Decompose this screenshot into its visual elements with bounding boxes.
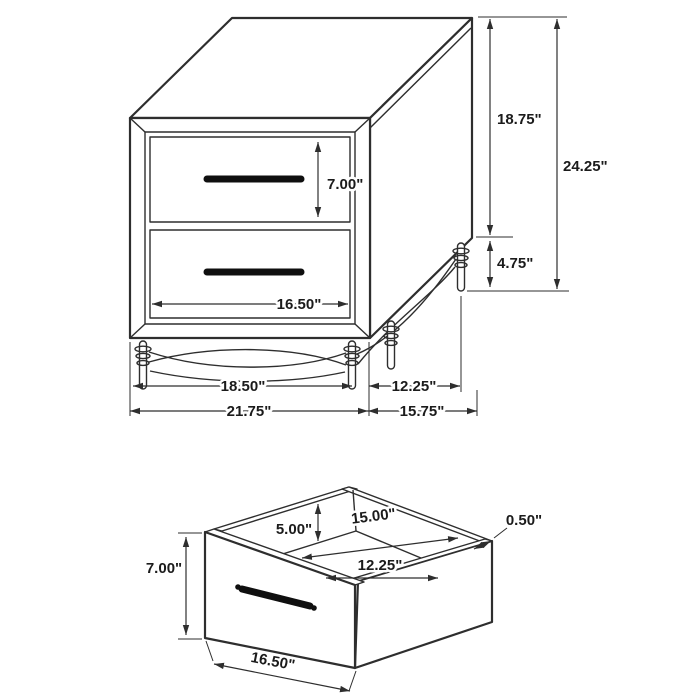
dim-label-overall-height: 24.25" <box>563 158 608 175</box>
witness-line <box>348 670 357 692</box>
dim-label-leg-height: 4.75" <box>497 255 533 272</box>
dim-leg-height: 4.75" <box>486 241 536 287</box>
leg-ring <box>383 332 399 340</box>
leg-ring <box>382 325 400 333</box>
dim-label-front-leg-spacing: 18.50" <box>221 378 266 395</box>
leg-wire-front <box>148 351 347 368</box>
dim-label-interior-height: 5.00" <box>276 521 312 538</box>
leg-ring <box>134 345 152 353</box>
interior-corner-line <box>352 489 357 532</box>
leg-wire-front <box>148 348 347 366</box>
dim-interior-height: 5.00" <box>273 504 322 541</box>
dim-overall-height: 24.25" <box>467 19 610 292</box>
dim-side-leg-spacing: 12.25" <box>369 296 462 398</box>
leg-wire-front <box>149 370 346 382</box>
dim-front-leg-spacing: 18.50" <box>129 342 370 416</box>
dim-wall-thickness: 0.50" <box>473 510 545 550</box>
dim-interior-depth: 12.25" <box>326 555 438 582</box>
leg-ring <box>345 359 359 367</box>
dim-label-overall-depth: 15.75" <box>400 403 445 420</box>
leg-ring <box>453 254 469 262</box>
dim-drawer-front-height: 7.00" <box>314 142 366 217</box>
leg-ring <box>135 352 151 360</box>
leg-front-left <box>134 340 152 390</box>
leg-ring <box>344 352 360 360</box>
leg-ring <box>454 261 468 269</box>
dim-label-interior-width: 15.00" <box>350 505 396 527</box>
dim-front-height: 7.00" <box>143 532 202 640</box>
frame-miter-line <box>129 117 146 133</box>
dim-label-case-height: 18.75" <box>497 111 542 128</box>
dim-case-height: 18.75" <box>476 16 567 238</box>
leg-back-right <box>452 242 470 292</box>
dim-label-interior-depth: 12.25" <box>358 557 403 574</box>
nightstand-view: 7.00" 16.50" 18.75" 24.25" 4.75" 18.50" <box>128 16 610 423</box>
frame-miter-line <box>354 117 371 133</box>
dim-drawer-front-width: 16.50" <box>152 294 348 316</box>
top-thickness-line <box>369 27 472 129</box>
dim-label-drawer-front-height: 7.00" <box>327 176 363 193</box>
frame-miter-line <box>354 323 371 339</box>
leg-ring <box>136 359 150 367</box>
dim-label-wall-thickness: 0.50" <box>506 512 542 529</box>
dim-label-overall-width: 21.75" <box>227 403 272 420</box>
witness-line <box>205 640 214 662</box>
dimension-line <box>473 540 492 550</box>
frame-miter-line <box>129 323 146 339</box>
front-frame <box>144 131 356 325</box>
leg-ring <box>343 345 361 353</box>
dimension-line <box>213 662 351 693</box>
leader-line <box>493 527 508 539</box>
dimension-line <box>301 536 459 560</box>
drawer-detail-view: 7.00" 16.50" 15.00" 12.25" 5.00" 0.50" <box>143 486 545 693</box>
handle-post <box>311 605 317 611</box>
dim-overall-width: 21.75" <box>130 401 368 423</box>
drawer-handle <box>238 585 314 610</box>
dim-label-side-leg-spacing: 12.25" <box>392 378 437 395</box>
leg-ring <box>452 247 470 255</box>
leg-front-right <box>343 340 361 390</box>
dim-label-front-height: 7.00" <box>146 560 182 577</box>
leg-back-left <box>382 320 400 370</box>
handle-post <box>235 584 241 590</box>
dim-overall-depth: 15.75" <box>368 390 478 423</box>
leg-ring <box>384 339 398 347</box>
dim-label-drawer-front-width: 16.50" <box>277 296 322 313</box>
